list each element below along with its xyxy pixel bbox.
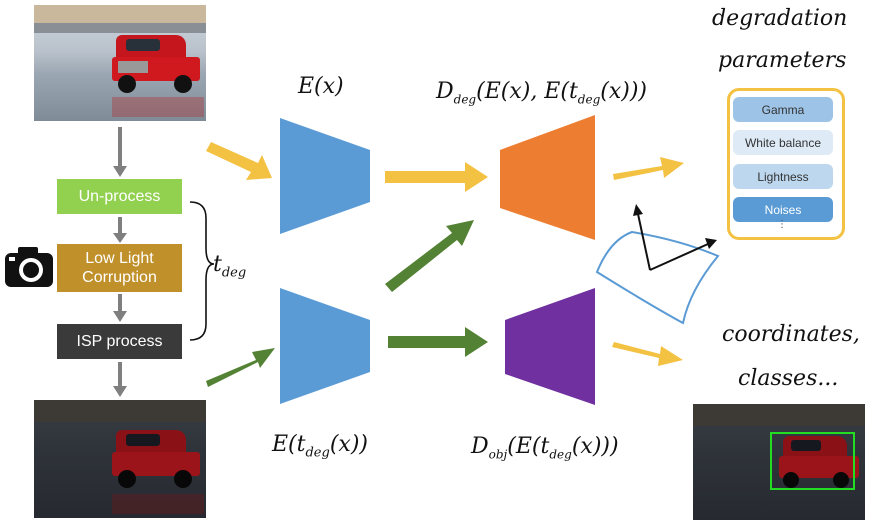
bounding-box (770, 432, 855, 490)
encoder-top-label: E (306, 160, 323, 185)
detection-image (693, 404, 865, 520)
decoder-deg-formula: Ddeg(E(x), E(tdeg(x))) (436, 79, 648, 107)
stage-un-process: Un-process (57, 179, 182, 214)
output-image-dark (34, 400, 206, 518)
yellow-arrows (206, 142, 684, 366)
encoder-bottom-shape (280, 288, 370, 404)
coordinates-text: coordinates, (722, 322, 860, 347)
degradation-title-line2: parameters (718, 48, 847, 73)
stage-low-light-corruption: Low Light Corruption (57, 244, 182, 292)
manifold-shape (595, 230, 720, 325)
input-image-normal (34, 5, 206, 121)
camera-icon (4, 245, 54, 289)
params-more-indicator: ⋮ (777, 219, 787, 230)
encoder-bottom-output-formula: E(tdeg(x)) (272, 432, 368, 461)
param-gamma: Gamma (733, 97, 833, 122)
stage-isp-process: ISP process (57, 324, 182, 359)
decoder-obj-label: Dobj (525, 338, 560, 365)
green-arrows (206, 220, 488, 387)
classes-text: classes... (738, 366, 839, 391)
decoder-deg-label: Ddeg (521, 165, 560, 192)
encoder-top-output-formula: E(x) (298, 74, 344, 99)
param-noises: Noises (733, 197, 833, 222)
tdeg-label: tdeg (213, 252, 247, 281)
tdeg-brace (189, 201, 215, 341)
encoder-top-shape (280, 118, 370, 234)
decoder-obj-formula: Dobj(E(tdeg(x))) (471, 434, 619, 462)
vector-arrows (633, 204, 717, 271)
param-lightness: Lightness (733, 164, 833, 189)
degradation-title-line1: degradation (712, 6, 848, 31)
param-white-balance: White balance (733, 130, 833, 155)
encoder-bottom-label: E (306, 330, 323, 355)
